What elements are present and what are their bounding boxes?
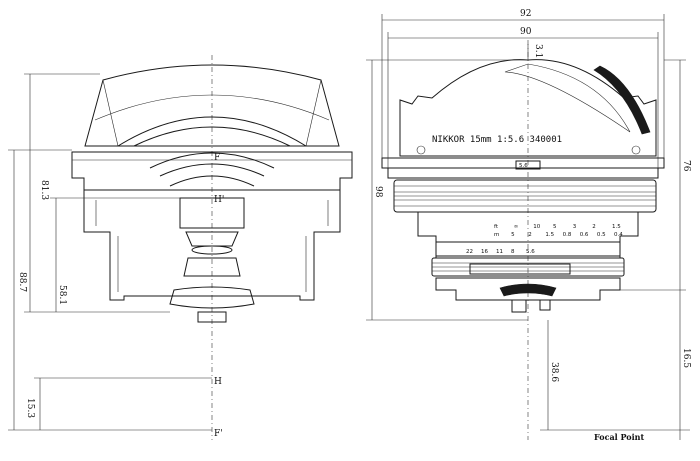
dof-mark-3: 8 xyxy=(511,249,515,255)
meter-coupling-prong xyxy=(539,299,551,311)
lens-group-stop xyxy=(185,231,239,247)
hood-shadow xyxy=(593,65,651,135)
dim-label-16-5: 16.5 xyxy=(681,348,691,368)
dim-label-38-6: 38.6 xyxy=(549,362,559,382)
focus-ring-knurled xyxy=(393,179,657,213)
cross-section-view: F H F' H' 81.3 88.7 58.1 15.3 xyxy=(8,55,353,440)
depth-scale-band xyxy=(435,241,621,257)
rear-element xyxy=(169,286,255,309)
front-element-outer xyxy=(117,116,307,147)
rear-baffle xyxy=(499,283,557,297)
dim-label-92: 92 xyxy=(520,9,531,19)
ft-mark-1: ∞ xyxy=(514,224,519,230)
ft-mark-3: 5 xyxy=(553,224,557,230)
focal-point-caption: Focal Point xyxy=(594,432,644,442)
label-principal: H xyxy=(214,377,222,387)
meniscus-1 xyxy=(149,152,275,169)
f-number-badge xyxy=(515,160,541,170)
depth-of-field-scale: 22 16 11 8 5.6 xyxy=(466,249,535,255)
dof-mark-0: 22 xyxy=(466,249,473,255)
m-mark-7: 0.4 xyxy=(614,232,623,238)
exterior-view: NIKKOR 15mm 1:5.6 340001 5.6 ft ∞ 10 5 3 2 1.5… xyxy=(366,9,691,442)
hood-inner-lines xyxy=(102,79,322,147)
lens-group-middle xyxy=(179,197,245,229)
m-mark-3: 1.5 xyxy=(545,232,554,238)
dof-mark-4: 5.6 xyxy=(526,249,535,255)
m-mark-4: 0.8 xyxy=(563,232,572,238)
ft-mark-0: ft xyxy=(494,224,499,230)
dim-label-98: 98 xyxy=(373,186,383,198)
dim-label-81-3: 81.3 xyxy=(39,180,49,200)
hood-section xyxy=(84,64,340,147)
dof-mark-2: 11 xyxy=(496,249,503,255)
barrel-body xyxy=(83,190,341,301)
rear-element-mount xyxy=(197,311,227,323)
distance-scale-m: m 5 2 1.5 0.8 0.6 0.5 0.4 xyxy=(494,232,623,238)
ft-mark-4: 3 xyxy=(573,224,577,230)
ft-mark-2: 10 xyxy=(533,224,540,230)
dim-label-76: 76 xyxy=(681,160,691,172)
barrel-engraving: NIKKOR 15mm 1:5.6 340001 xyxy=(432,135,562,145)
bayonet-mount xyxy=(435,277,621,301)
dim-label-58-1: 58.1 xyxy=(57,285,67,305)
aperture-index-ring xyxy=(387,167,659,179)
meniscus-3 xyxy=(169,175,255,187)
m-mark-5: 0.6 xyxy=(580,232,589,238)
hood-lock-left xyxy=(416,145,426,155)
meniscus-2 xyxy=(159,163,265,177)
dim-label-3-1: 3.1 xyxy=(533,44,543,58)
m-mark-1: 5 xyxy=(511,232,515,238)
barrel-detail-lines xyxy=(95,200,329,292)
distance-scale-feet: ft ∞ 10 5 3 2 1.5 xyxy=(494,224,621,230)
hood-curve xyxy=(94,94,330,121)
aperture-ring xyxy=(431,257,625,277)
aperture-lever xyxy=(511,299,527,313)
dof-mark-1: 16 xyxy=(481,249,488,255)
dim-label-15-3: 15.3 xyxy=(25,398,35,418)
label-front-focal: F xyxy=(214,153,220,163)
front-element-inner xyxy=(133,126,291,147)
m-mark-6: 0.5 xyxy=(597,232,606,238)
dim-label-88-7: 88.7 xyxy=(17,272,27,292)
dim-label-90: 90 xyxy=(520,27,532,37)
m-mark-2: 2 xyxy=(528,232,532,238)
ft-mark-5: 2 xyxy=(592,224,596,230)
hood-reflection xyxy=(504,63,631,133)
m-mark-0: m xyxy=(494,232,499,238)
lens-group-rear-a xyxy=(183,257,241,277)
label-rear-focal: F' xyxy=(214,429,223,439)
hood-lock-right xyxy=(631,145,641,155)
f-number-text: 5.6 xyxy=(519,163,528,169)
iris-diaphragm xyxy=(191,245,233,255)
label-principal-rear: H' xyxy=(214,195,224,205)
ft-mark-6: 1.5 xyxy=(612,224,621,230)
